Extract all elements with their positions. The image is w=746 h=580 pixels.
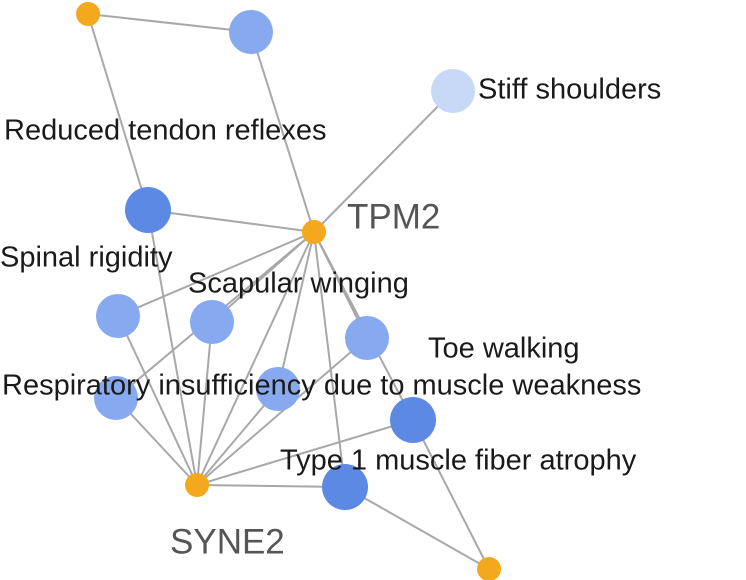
edge-pheno_top-tpm2 <box>250 31 315 233</box>
phenotype-node-reduced[interactable] <box>125 187 171 233</box>
gene-node-gene_bottom[interactable] <box>477 557 501 580</box>
node-label-stiff: Stiff shoulders <box>478 74 661 106</box>
edge-pheno_bottom-syne2 <box>196 484 346 488</box>
edge-tpm2-resp <box>277 231 315 390</box>
edge-spinal-syne2 <box>117 315 198 486</box>
edge-toe-syne2 <box>196 337 368 486</box>
gene-node-tpm2[interactable] <box>302 220 326 244</box>
phenotype-node-pheno_bottom[interactable] <box>322 464 368 510</box>
edge-reduced-syne2 <box>147 209 198 486</box>
phenotype-node-pheno_top[interactable] <box>229 10 273 54</box>
edge-pheno_bottom-gene_bottom <box>344 486 490 570</box>
edge-pheno_right-syne2 <box>196 419 414 486</box>
edge-tpm2-pheno_bottom <box>313 231 346 488</box>
edge-gene_top-pheno_top <box>87 13 252 33</box>
node-label-tpm2: TPM2 <box>347 197 440 236</box>
phenotype-node-pheno_left[interactable] <box>94 376 138 420</box>
edge-tpm2-spinal <box>117 231 315 317</box>
phenotype-node-type1[interactable] <box>390 397 436 443</box>
edge-pheno_right-gene_bottom <box>412 419 490 570</box>
node-label-syne2: SYNE2 <box>170 522 285 561</box>
gene-node-gene_top[interactable] <box>76 2 100 26</box>
node-label-type1: Type 1 muscle fiber atrophy <box>280 445 637 477</box>
phenotype-node-scapular[interactable] <box>190 300 234 344</box>
gene-node-syne2[interactable] <box>185 473 209 497</box>
edge-reduced-tpm2 <box>147 209 315 233</box>
phenotype-node-stiff[interactable] <box>431 69 475 113</box>
edge-stiff-tpm2 <box>313 90 454 233</box>
edge-scapular-syne2 <box>196 321 213 486</box>
node-label-reduced: Reduced tendon reflexes <box>4 115 326 147</box>
phenotype-node-toe[interactable] <box>345 316 389 360</box>
node-label-spinal: Spinal rigidity <box>0 242 173 274</box>
edge-gene_top-reduced <box>87 13 149 211</box>
phenotype-node-resp[interactable] <box>256 367 300 411</box>
edge-tpm2-syne2 <box>196 231 315 486</box>
node-layer <box>76 2 501 580</box>
node-label-resp: Respiratory insufficiency due to muscle … <box>2 370 641 402</box>
node-label-scapular: Scapular winging <box>188 268 409 300</box>
node-label-toe: Toe walking <box>428 333 580 365</box>
phenotype-node-spinal[interactable] <box>96 294 140 338</box>
